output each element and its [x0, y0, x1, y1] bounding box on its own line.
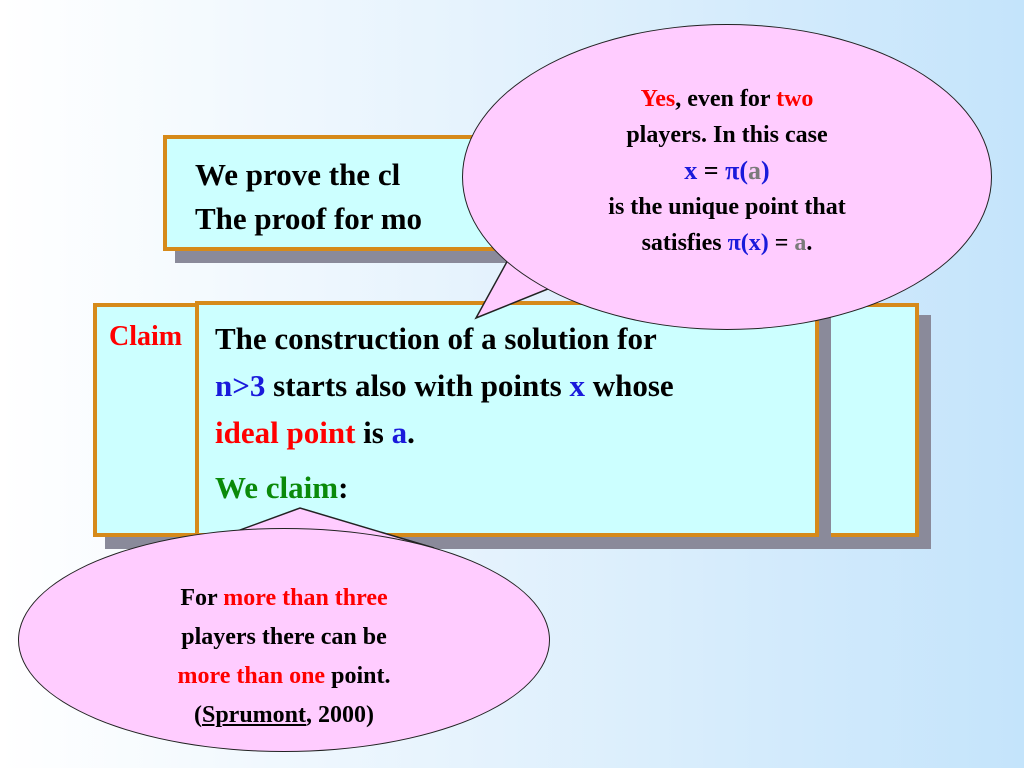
- a-var: a: [391, 415, 408, 450]
- top-box-line-1: We prove the cl: [195, 157, 401, 192]
- yes-text: Yes: [640, 86, 676, 112]
- gt3: >3: [232, 368, 266, 403]
- top-box-line-2: The proof for mo: [195, 201, 423, 236]
- equals: =: [697, 156, 726, 185]
- construction-line-4: We claim:: [215, 464, 815, 511]
- colon: :: [338, 470, 349, 505]
- for-text: For: [180, 585, 224, 611]
- more-than-three-text: more than three: [223, 585, 388, 611]
- is-text: is: [355, 415, 392, 450]
- x-var: x: [569, 368, 585, 403]
- bubble-top-line-3: x = π(a): [463, 153, 991, 189]
- open-paren: (: [193, 702, 202, 728]
- bubble-top-line-4: is the unique point that: [608, 194, 846, 220]
- x-symbol: x: [684, 156, 698, 185]
- point-text: point.: [325, 663, 391, 689]
- a-symbol-2: a: [794, 230, 807, 256]
- construction-line-2: n>3 starts also with points x whose: [215, 362, 815, 409]
- ideal-point-text: ideal point: [215, 415, 356, 450]
- bubble-top-line-2: players. In this case: [626, 122, 828, 148]
- we-claim-text: We claim: [215, 470, 339, 505]
- period-2: .: [806, 230, 813, 256]
- bubble-top-line-1: Yes, even for two: [463, 81, 991, 117]
- a-symbol: a: [748, 156, 762, 185]
- construction-box: The construction of a solution for n>3 s…: [195, 301, 819, 537]
- equals-2: =: [768, 230, 795, 256]
- n-var: n: [215, 368, 233, 403]
- pi-close: ): [761, 156, 770, 185]
- starts-text: starts also with points: [265, 368, 570, 403]
- even-for-text: , even for: [675, 86, 777, 112]
- bubble-bottom-line-3: more than one point.: [19, 657, 549, 696]
- more-than-one-text: more than one: [177, 663, 326, 689]
- bubble-bottom-line-4: (Sprumont, 2000): [19, 696, 549, 735]
- bubble-bottom-line-1: For more than three: [19, 579, 549, 618]
- citation-year: , 2000): [306, 702, 375, 728]
- bottom-speech-bubble: For more than three players there can be…: [18, 528, 550, 752]
- claim-label: Claim: [109, 321, 183, 352]
- whose-text: whose: [584, 368, 674, 403]
- citation-author: Sprumont: [201, 702, 307, 728]
- satisfies-text: satisfies: [641, 230, 728, 256]
- top-speech-bubble: Yes, even for two players. In this case …: [462, 24, 992, 330]
- bubble-bottom-line-2: players there can be: [181, 624, 387, 650]
- two-text: two: [776, 86, 814, 112]
- pi-x: π(x): [727, 230, 769, 256]
- construction-line-3: ideal point is a.: [215, 409, 815, 456]
- period: .: [407, 415, 415, 450]
- bubble-top-line-5: satisfies π(x) = a.: [463, 225, 991, 261]
- pi-open: π(: [725, 156, 749, 185]
- construction-line-1: The construction of a solution for: [215, 321, 657, 356]
